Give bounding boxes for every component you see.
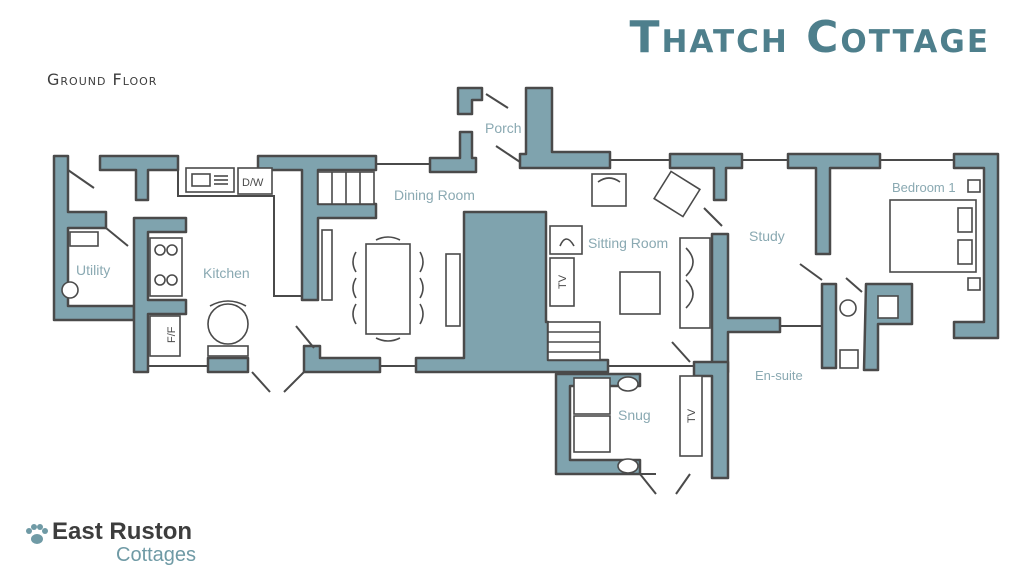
armchair-1 xyxy=(591,173,627,207)
wall-bedroom-top xyxy=(786,152,882,256)
door-utility xyxy=(67,169,95,189)
kitchen-table xyxy=(207,303,249,345)
room-label-porch: Porch xyxy=(485,120,522,136)
dishwasher-label: D/W xyxy=(242,177,264,189)
dining-side-left xyxy=(321,229,333,301)
page-title: Thatch Cottage xyxy=(629,12,990,63)
wall-utility-top xyxy=(98,154,180,202)
room-label-ensuite: En-suite xyxy=(755,368,803,383)
wall-porch-left xyxy=(456,86,484,116)
wall-study-bottom xyxy=(710,232,782,374)
ensuite-toilet xyxy=(839,349,859,369)
snug-chair-1 xyxy=(573,377,611,415)
chimney-breast xyxy=(414,210,610,374)
dishwasher xyxy=(237,167,273,195)
wall-ensuite-right xyxy=(862,282,914,372)
door-dining xyxy=(295,325,315,349)
utility-sink xyxy=(61,281,79,299)
tv-snug xyxy=(679,375,703,457)
fridge-label: F/F xyxy=(166,326,178,343)
logo-line-2: Cottages xyxy=(116,544,197,566)
paw-print-icon xyxy=(26,524,48,544)
utility-toilet xyxy=(69,231,99,247)
stove xyxy=(549,225,583,255)
armchair-2 xyxy=(653,170,701,218)
room-label-dining: Dining Room xyxy=(394,187,475,203)
wall-porch-right xyxy=(518,86,612,170)
door-study xyxy=(703,207,723,227)
door-bedroom xyxy=(799,263,823,281)
door-front-2 xyxy=(283,371,305,393)
stairs-lower xyxy=(547,321,601,361)
door-porch xyxy=(485,93,509,109)
wall-kitchen-left xyxy=(132,216,188,374)
bedside-2 xyxy=(967,277,981,291)
room-label-snug: Snug xyxy=(618,407,651,423)
fridge-freezer xyxy=(149,315,181,357)
door-front xyxy=(251,371,271,393)
sofa-sitting xyxy=(679,237,711,329)
door-snug-bottom xyxy=(639,473,657,495)
wall-ensuite-left xyxy=(820,282,838,370)
furniture xyxy=(61,167,981,474)
wall-bedroom-right xyxy=(952,152,1000,340)
door-porch-lower xyxy=(495,145,521,163)
hob xyxy=(149,237,183,297)
room-label-utility: Utility xyxy=(76,262,110,278)
room-label-sitting: Sitting Room xyxy=(588,235,668,251)
bedside-1 xyxy=(967,179,981,193)
room-label-study: Study xyxy=(749,228,785,244)
wall-dining-bottom xyxy=(302,344,382,374)
logo-line-1: East Ruston xyxy=(52,518,193,545)
room-label-bedroom: Bedroom 1 xyxy=(892,180,956,195)
room-labels: Porch Dining Room Sitting Room Study Bed… xyxy=(76,120,956,423)
ensuite-basin xyxy=(839,299,857,317)
door-utility-lower xyxy=(105,227,129,247)
wall-dining-partition xyxy=(256,154,378,302)
tv-snug-label: TV xyxy=(686,408,698,423)
wall-utility-left xyxy=(52,154,136,322)
wall-study-top xyxy=(668,152,744,202)
dining-table xyxy=(365,243,411,335)
outline-walls xyxy=(67,93,954,495)
logo: East Ruston Cottages xyxy=(24,518,224,568)
shower xyxy=(877,295,899,319)
floor-label: Ground Floor xyxy=(47,70,158,89)
snug-chair-2 xyxy=(573,415,611,453)
wall-porch-left-lower xyxy=(428,130,478,174)
tv-sitting-label: TV xyxy=(557,274,569,289)
door-snug xyxy=(671,341,691,363)
kitchen-chair xyxy=(207,345,249,357)
door-ensuite xyxy=(845,277,863,293)
door-snug-bottom-2 xyxy=(675,473,691,495)
appliance-labels: D/W F/F TV TV xyxy=(166,177,698,423)
coffee-table xyxy=(619,271,661,315)
dining-sideboard xyxy=(445,253,461,327)
tv-sitting xyxy=(549,257,575,307)
room-label-kitchen: Kitchen xyxy=(203,265,250,281)
wall-kitchen-bottom xyxy=(206,356,250,374)
walls xyxy=(52,86,1000,480)
